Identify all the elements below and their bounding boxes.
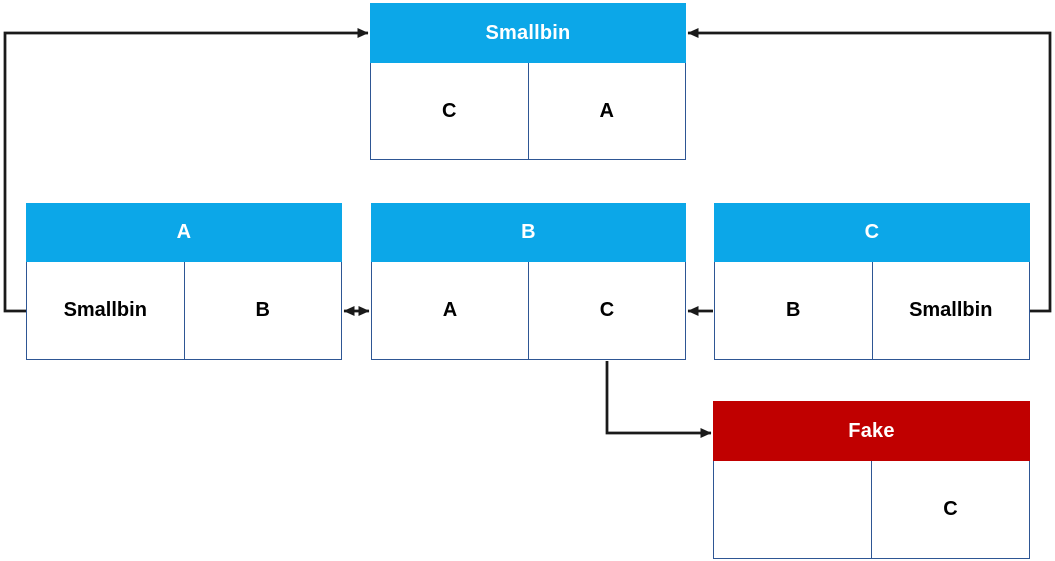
node-smallbin: Smallbin C A bbox=[370, 3, 686, 160]
node-c-cell-right: Smallbin bbox=[909, 299, 993, 321]
node-smallbin-cell-left: C bbox=[371, 63, 529, 159]
node-fake-header: Fake bbox=[713, 401, 1030, 461]
node-c-cell-left: B bbox=[715, 262, 873, 359]
node-fake-cell-left bbox=[714, 461, 872, 558]
node-a-cell-right: B bbox=[255, 299, 270, 321]
node-c: C B Smallbin bbox=[714, 203, 1030, 360]
node-c-header: C bbox=[714, 203, 1030, 262]
node-a-header: A bbox=[26, 203, 342, 262]
node-a-cell-left: Smallbin bbox=[27, 262, 185, 359]
node-smallbin-body: C A bbox=[370, 63, 686, 160]
node-c-body: B Smallbin bbox=[714, 262, 1030, 360]
edge-b-c-cell-to-fake bbox=[605, 361, 712, 438]
node-fake-cell-right: C bbox=[943, 498, 958, 520]
node-fake: Fake C bbox=[713, 401, 1030, 559]
node-b-cell-left: A bbox=[372, 262, 529, 359]
node-b: B A C bbox=[371, 203, 686, 360]
node-a: A Smallbin B bbox=[26, 203, 342, 360]
node-b-cell-right: C bbox=[599, 299, 615, 321]
node-a-body: Smallbin B bbox=[26, 262, 342, 360]
node-smallbin-header: Smallbin bbox=[370, 3, 686, 63]
node-b-body: A C bbox=[371, 262, 686, 360]
node-b-header: B bbox=[371, 203, 686, 262]
node-fake-body: C bbox=[713, 461, 1030, 559]
node-smallbin-cell-right: A bbox=[599, 99, 614, 122]
